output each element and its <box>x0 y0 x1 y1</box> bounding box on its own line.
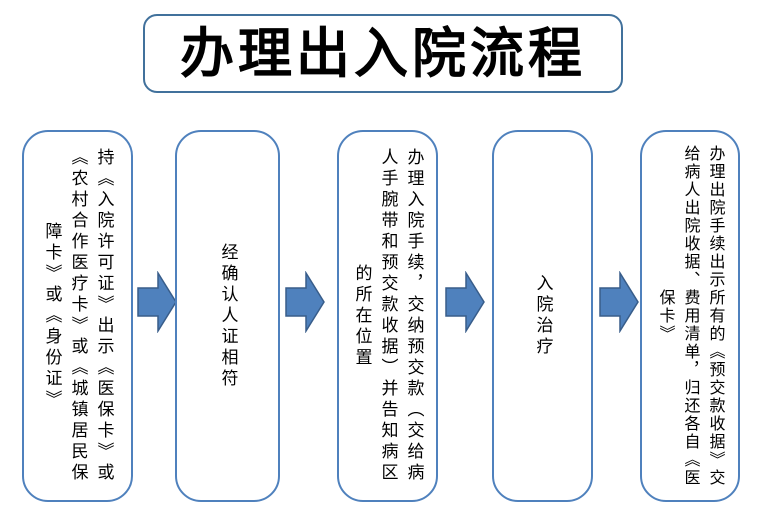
step-box-5: 办理出院手续出示所有的《预交款收据》交 给病人出院收据、费用清单，归还各自《医 … <box>640 130 740 502</box>
right-arrow-icon-1 <box>137 271 177 333</box>
step-text-5: 办理出院手续出示所有的《预交款收据》交 给病人出院收据、费用清单，归还各自《医 … <box>656 145 724 487</box>
step-text-2: 经确认人证相符 <box>218 242 238 390</box>
step-text-4: 入院治疗 <box>533 274 553 358</box>
step-box-2: 经确认人证相符 <box>175 130 280 502</box>
step-box-1: 持《入院许可证》出示《医保卡》或 《农村合作医疗卡》或《城镇居民保 障卡》或《身… <box>22 130 133 502</box>
right-arrow-icon-3 <box>445 271 485 333</box>
flowchart-title: 办理出入院流程 <box>180 23 586 84</box>
step-text-1: 持《入院许可证》出示《医保卡》或 《农村合作医疗卡》或《城镇居民保 障卡》或《身… <box>42 148 114 484</box>
right-arrow-icon-4 <box>599 271 639 333</box>
step-box-3: 办理入院手续，交纳预交款（交给病 人手腕带和预交款收据）并告知病区 的所在位置 <box>337 130 438 502</box>
step-box-4: 入院治疗 <box>492 130 593 502</box>
step-text-3: 办理入院手续，交纳预交款（交给病 人手腕带和预交款收据）并告知病区 的所在位置 <box>352 148 424 484</box>
flowchart-title-box: 办理出入院流程 <box>143 14 623 93</box>
right-arrow-icon-2 <box>285 271 325 333</box>
